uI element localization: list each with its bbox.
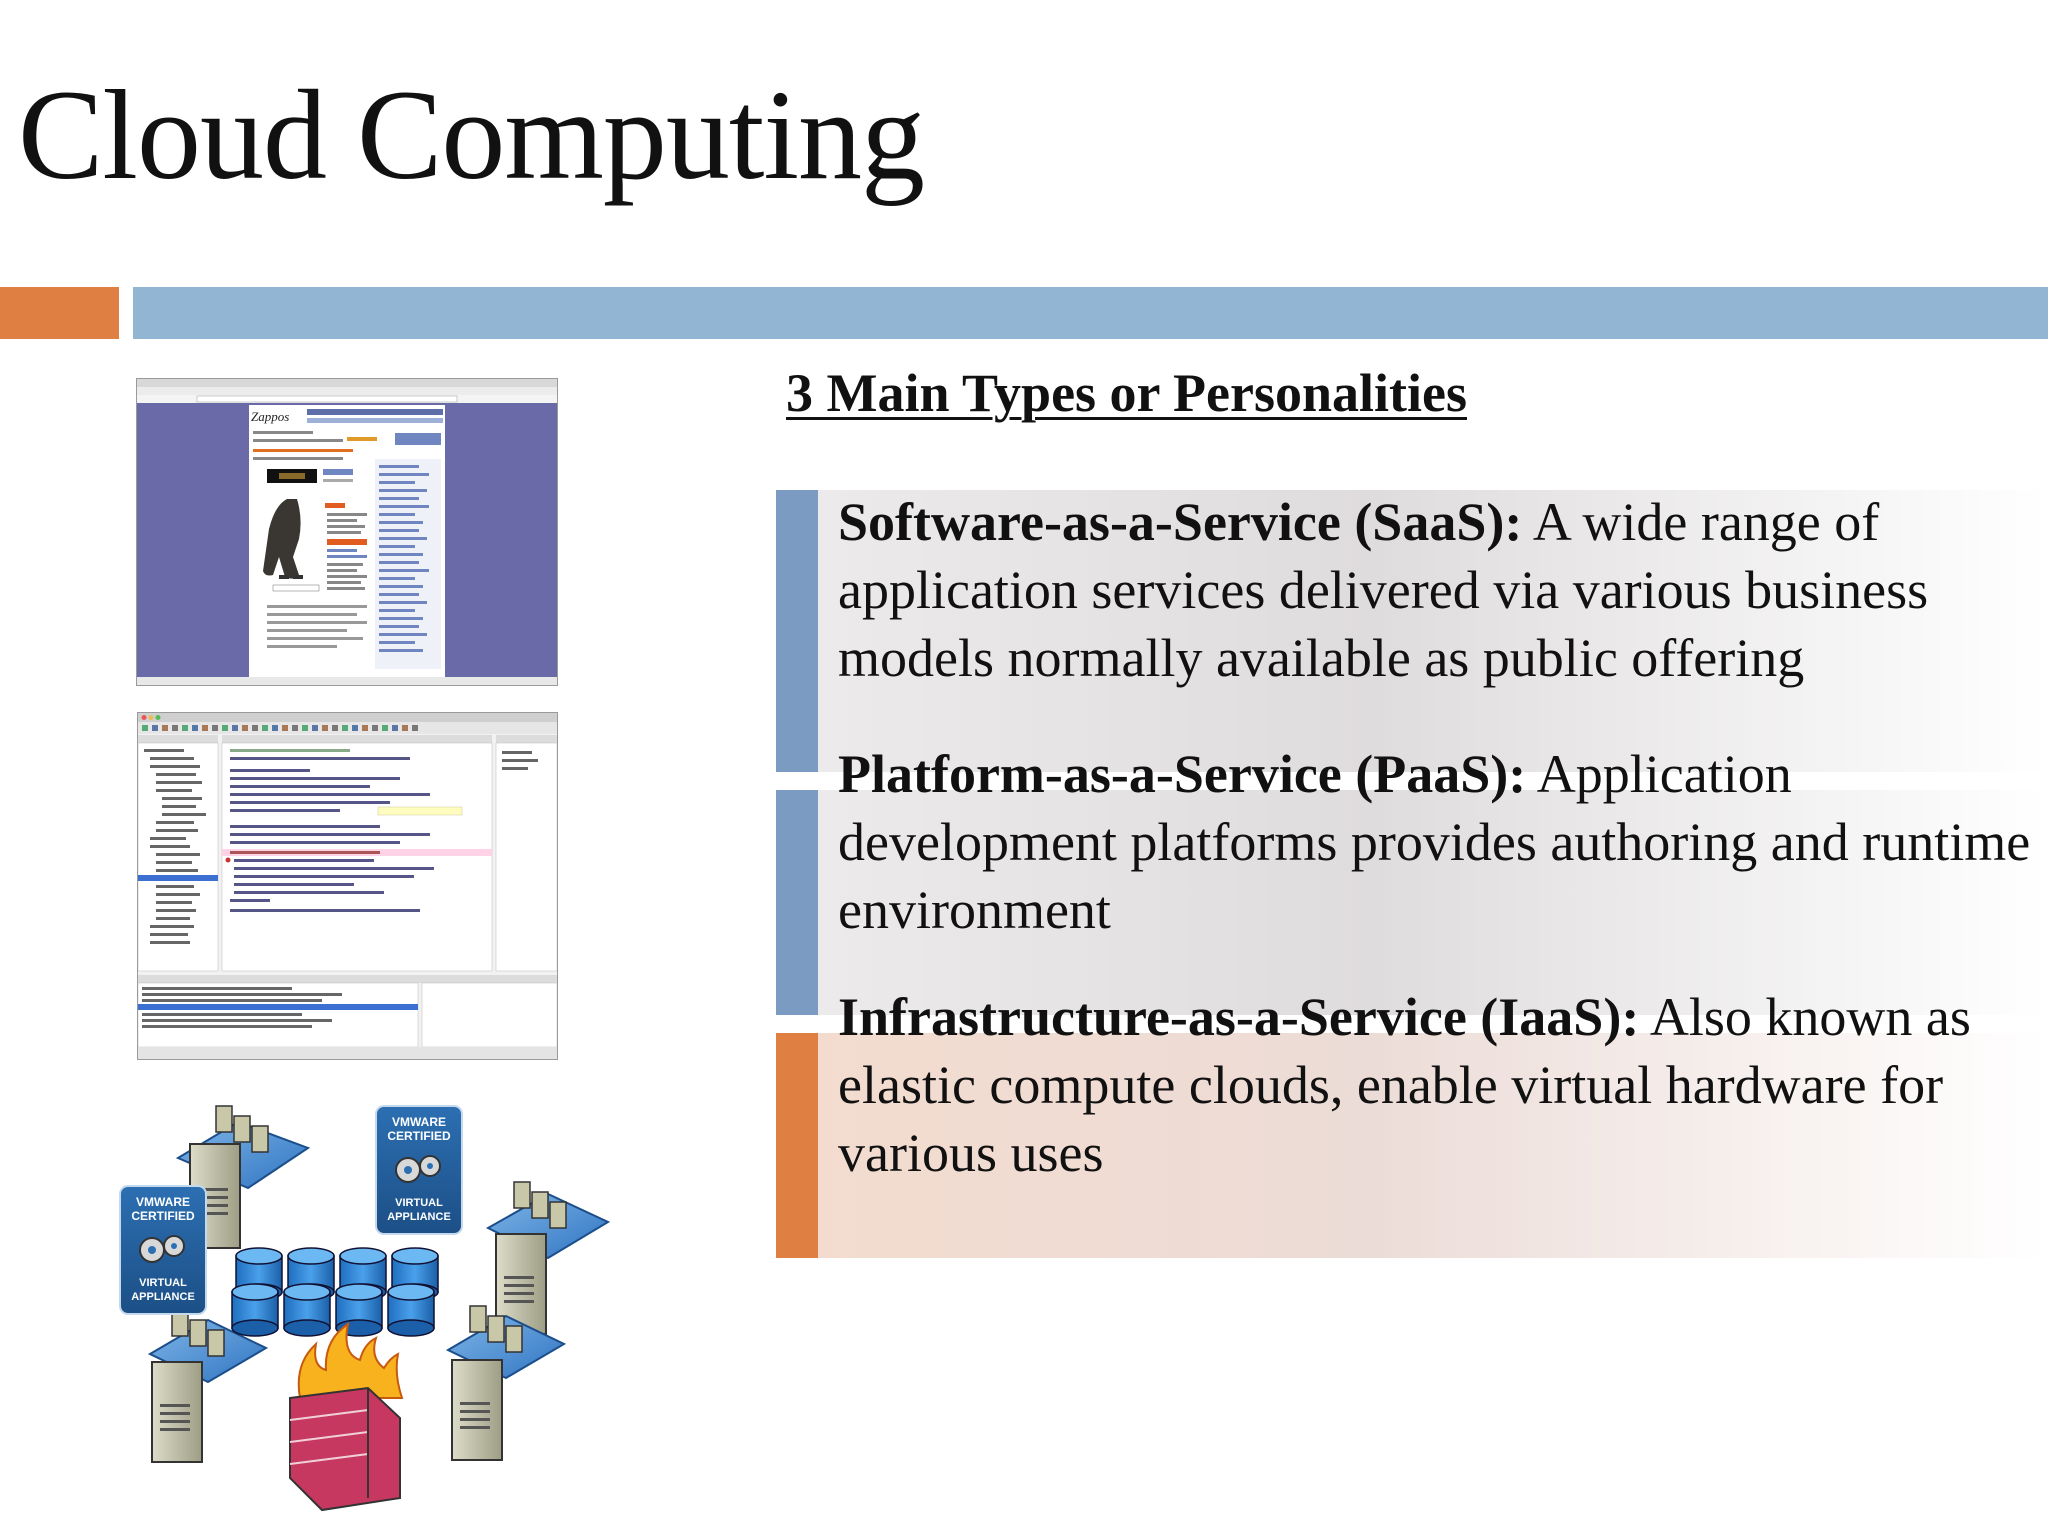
title-rule-orange — [0, 287, 119, 339]
item-text: Infrastructure-as-a-Service (IaaS): Also… — [838, 983, 2038, 1187]
server-cluster-4 — [445, 1305, 567, 1461]
subheading: 3 Main Types or Personalities — [786, 363, 1467, 423]
svg-text:CERTIFIED: CERTIFIED — [387, 1129, 451, 1143]
vmware-badge-right: VMWARE CERTIFIED VIRTUAL APPLIANCE — [375, 1105, 463, 1235]
firewall-icon — [289, 1321, 404, 1512]
title-rule-blue — [133, 287, 2048, 339]
service-item-iaas: Infrastructure-as-a-Service (IaaS): Also… — [776, 987, 2048, 1258]
service-item-saas: Software-as-a-Service (SaaS): A wide ran… — [776, 490, 2048, 772]
server-cluster-2 — [485, 1181, 611, 1335]
vmware-badge-left: VMWARE CERTIFIED VIRTUAL APPLIANCE — [119, 1185, 207, 1315]
item-term: Platform-as-a-Service (PaaS): — [838, 744, 1527, 804]
item-text: Platform-as-a-Service (PaaS): Applicatio… — [838, 740, 2038, 944]
item-term: Software-as-a-Service (SaaS): — [838, 492, 1523, 552]
svg-text:VIRTUAL: VIRTUAL — [139, 1277, 187, 1289]
item-description: Application development platforms provid… — [838, 744, 2031, 940]
svg-text:VIRTUAL: VIRTUAL — [395, 1197, 443, 1209]
service-item-paas: Platform-as-a-Service (PaaS): Applicatio… — [776, 744, 2048, 1015]
item-accent-bar — [776, 490, 818, 772]
item-text: Software-as-a-Service (SaaS): A wide ran… — [838, 488, 2038, 692]
item-accent-bar — [776, 1033, 818, 1258]
server-cluster-3 — [147, 1309, 269, 1463]
svg-text:VMWARE: VMWARE — [392, 1115, 446, 1129]
ide-screenshot — [137, 712, 558, 1060]
item-term: Infrastructure-as-a-Service (IaaS): — [838, 987, 1640, 1047]
slide-title: Cloud Computing — [18, 64, 925, 206]
web-store-screenshot: Zappos — [136, 378, 558, 686]
item-accent-bar — [776, 790, 818, 1015]
svg-text:VMWARE: VMWARE — [136, 1195, 190, 1209]
zappos-logo: Zappos — [251, 409, 289, 424]
item-description: A wide range of application services del… — [838, 492, 1929, 688]
svg-text:APPLIANCE: APPLIANCE — [387, 1211, 451, 1223]
virtual-infrastructure-diagram: VMWARE CERTIFIED VIRTUAL APPLIANCE VMWAR… — [108, 1098, 628, 1518]
svg-text:APPLIANCE: APPLIANCE — [131, 1291, 195, 1303]
storage-cylinders — [231, 1247, 439, 1337]
item-description: Also known as elastic compute clouds, en… — [838, 987, 1971, 1183]
svg-text:CERTIFIED: CERTIFIED — [131, 1209, 195, 1223]
